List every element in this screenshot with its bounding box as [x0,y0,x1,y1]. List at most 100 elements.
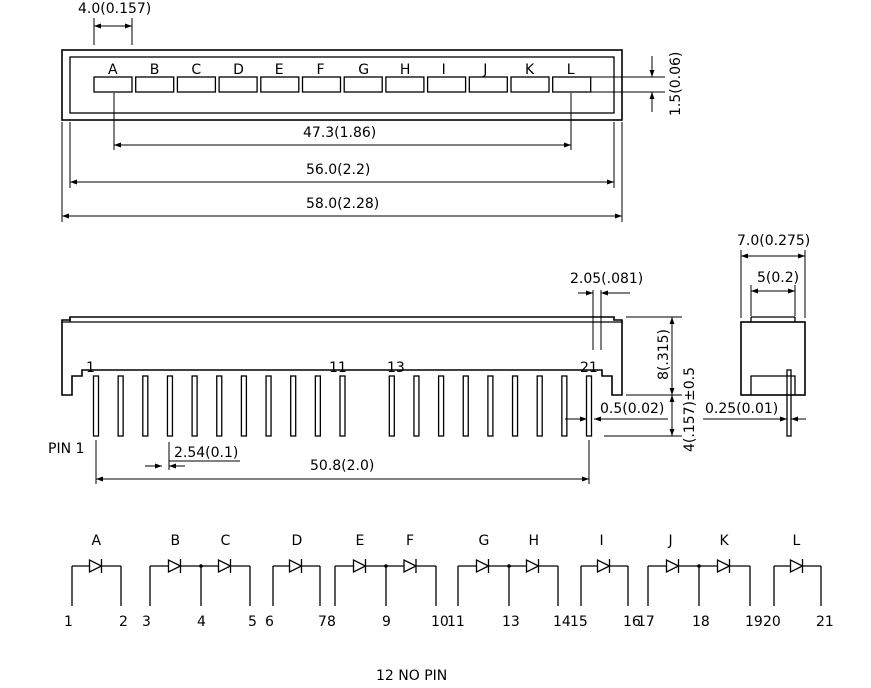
schematic-pin-number: 9 [382,614,391,630]
diode-letter: C [221,533,231,549]
pin-lead [413,375,420,437]
diode-symbol [403,558,418,574]
side-view: 7.0(0.275) 5(0.2) 0.25(0.01) [703,233,810,437]
schematic-pin-number: 20 [763,614,781,630]
segment-box [135,76,175,93]
side-lead [786,369,792,437]
pin-lead [191,375,198,437]
dim-205: 2.05(.081) [570,271,643,287]
pin-label-21: 21 [580,360,598,376]
segment-letter: A [108,62,118,78]
segment-box [301,76,342,93]
dim-pitch-top: 4.0(0.157) [78,1,151,17]
pin-lead [166,375,174,437]
diode-letter: H [529,533,540,549]
diode-letter: F [406,533,414,549]
diode-symbol [665,558,680,574]
pin-lead [216,375,223,437]
schematic-group: J K 17 18 19 [637,533,763,630]
diode-letter: G [479,533,490,549]
segment-box [93,76,133,93]
schematic-pin-number: 19 [745,614,763,630]
segment-letter: D [233,62,244,78]
pin-row [92,375,593,437]
segment-box [426,76,467,93]
pin-lead [117,375,124,437]
segment-letter: B [150,62,160,78]
dim-span: 50.8(2.0) [310,458,374,474]
segment-box [218,76,258,93]
segment-letter: G [358,62,369,78]
schematic-pin-number: 2 [119,614,128,630]
schematic-pin-number: 17 [637,614,655,630]
pin-lead [240,375,248,437]
pin-lead [142,375,149,437]
schematic-pin-number: 14 [553,614,571,630]
segment-letter: L [567,62,575,78]
diode-letter: E [356,533,365,549]
segment-letter: I [442,62,446,78]
segment-box [176,76,217,93]
pin-lead [561,375,568,437]
top-inner-frame [69,56,615,114]
diode-letter: D [292,533,303,549]
schematic-pin-number: 4 [197,614,206,630]
pin-lead [314,375,322,437]
pin-lead [92,375,100,437]
schematic-pin-number: 8 [327,614,336,630]
segment-box [385,76,425,93]
segment-box [510,76,550,93]
schematic-pin-number: 7 [318,614,327,630]
side-notch [750,375,796,395]
pin-lead [462,375,469,437]
dim-seg-height: 1.5(0.06) [668,52,684,116]
segment-box [468,76,508,93]
pin-lead [536,375,543,437]
schematic-pin-number: 6 [265,614,274,630]
pin-lead [388,375,395,437]
schematic-group: D 6 7 [265,533,327,630]
diode-letter: L [793,533,801,549]
dim-inner: 5(0.2) [757,270,799,286]
diode-letter: J [668,533,673,549]
schematic-pin-number: 3 [142,614,151,630]
diode-symbol [596,558,611,574]
pin-lead [585,375,593,437]
dim-lead: 4(.157)±0.5 [682,367,698,452]
top-outer-frame [61,49,623,121]
front-view: 1 11 13 21 PIN 1 2.05(.081) 8(.315) 4(.1… [48,271,698,484]
schematic-pin-number: 18 [692,614,710,630]
diode-symbol [525,558,540,574]
dim-47: 47.3(1.86) [303,125,376,141]
segment-letter: F [317,62,325,78]
pin-lead [265,375,272,437]
dim-pitch: 2.54(0.1) [174,445,238,461]
pin-label-13: 13 [387,360,405,376]
segment-box [260,76,300,93]
pin-lead [339,375,346,437]
diode-letter: K [720,533,730,549]
dim-width: 7.0(0.275) [737,233,810,249]
diode-symbol [217,558,232,574]
dim-56: 56.0(2.2) [306,162,370,178]
pin-label-11: 11 [329,360,347,376]
dim-025: 0.25(0.01) [705,401,778,417]
diode-letter: B [171,533,181,549]
dim-height: 8(.315) [656,329,672,380]
side-body [740,321,806,396]
segment-box [552,76,592,93]
pin-lead [437,375,445,437]
schematic-pin-number: 16 [623,614,641,630]
diode-symbol [789,558,804,574]
schematic-pin-number: 15 [570,614,588,630]
